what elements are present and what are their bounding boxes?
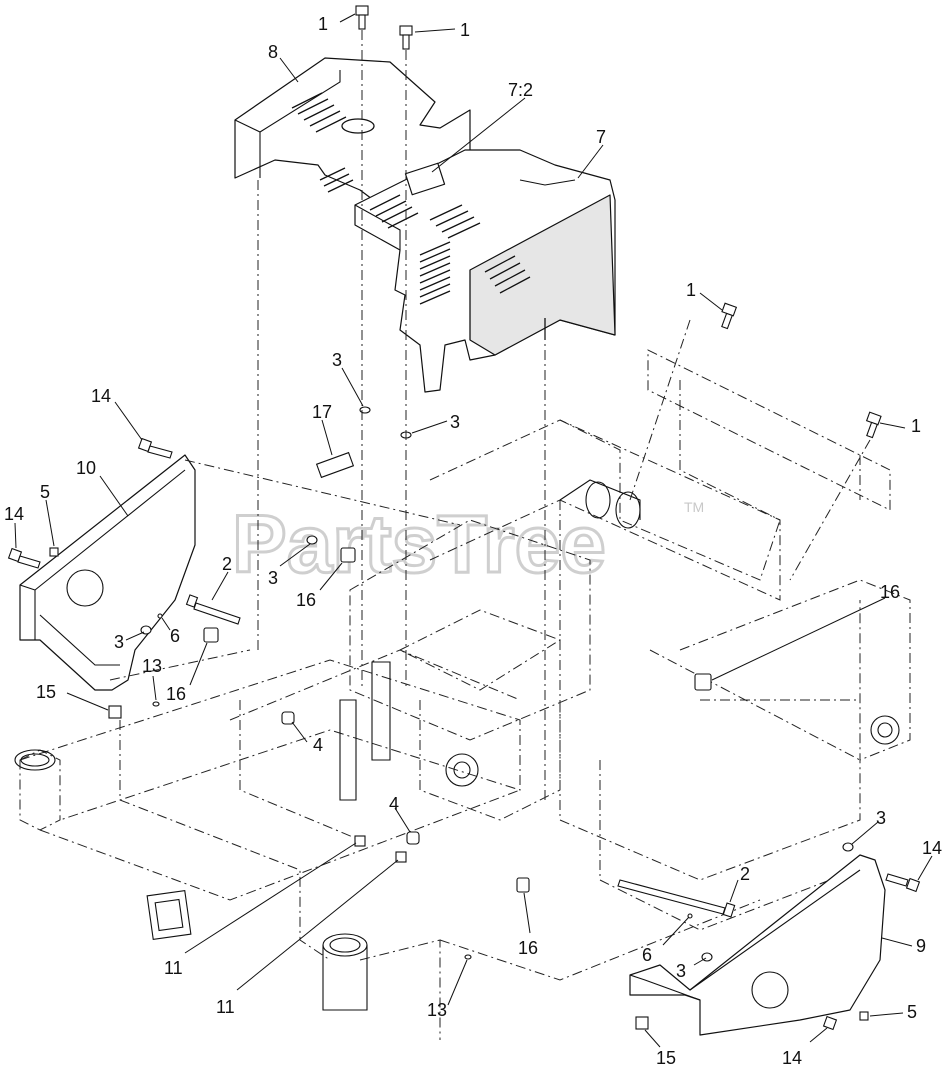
callout-label: 14 — [782, 1048, 802, 1068]
callout-label: 5 — [907, 1002, 917, 1022]
nut-icon — [406, 831, 420, 845]
callout-label: 4 — [313, 735, 323, 755]
bolt-icon — [822, 1015, 838, 1031]
callout-label: 3 — [268, 568, 278, 588]
side-shield-part-9 — [629, 854, 886, 1036]
bolt-icon — [617, 879, 736, 918]
callout-label: 9 — [916, 936, 926, 956]
screw-icon — [49, 547, 59, 557]
leader-lines — [14, 13, 933, 1048]
vent-slots-7 — [369, 194, 531, 305]
callout-label: 13 — [427, 1000, 447, 1020]
bolt-icon — [395, 851, 407, 863]
nut-icon — [203, 627, 219, 643]
callout-label: 7:2 — [508, 80, 533, 100]
watermark-text: PartsTree — [232, 499, 606, 590]
pin-icon — [157, 613, 163, 619]
callout-label: 14 — [4, 504, 24, 524]
callout-labels: 1 1 8 7:2 7 1 3 1 17 3 14 10 5 14 2 3 16… — [4, 14, 942, 1068]
main-frame — [19, 419, 911, 1040]
callout-label: 6 — [642, 945, 652, 965]
hardware — [7, 5, 921, 1031]
bolt-icon — [354, 835, 366, 847]
clip-icon — [108, 705, 122, 719]
callout-label: 16 — [166, 684, 186, 704]
watermark: PartsTree TM — [231, 498, 705, 592]
callout-label: 16 — [518, 938, 538, 958]
shield-part-7 — [354, 149, 616, 393]
callout-label: 13 — [142, 656, 162, 676]
callout-label: 10 — [76, 458, 96, 478]
bolt-icon — [137, 437, 173, 459]
bolt-icon — [865, 411, 882, 439]
bolt-icon — [185, 594, 241, 625]
alignment-lines — [109, 30, 871, 800]
callout-label: 3 — [450, 412, 460, 432]
callout-label: 15 — [36, 682, 56, 702]
nut-icon — [516, 877, 530, 893]
callout-label: 2 — [740, 864, 750, 884]
callout-label: 14 — [91, 386, 111, 406]
callout-label: 1 — [686, 280, 696, 300]
callout-label: 3 — [876, 808, 886, 828]
callout-label: 11 — [216, 997, 235, 1017]
bushing-icon — [464, 954, 472, 960]
callout-label: 1 — [460, 20, 470, 40]
callout-label: 14 — [922, 838, 942, 858]
callout-label: 5 — [40, 482, 50, 502]
callout-label: 1 — [318, 14, 328, 34]
callout-label: 3 — [114, 632, 124, 652]
nut-icon — [340, 547, 356, 563]
bolt-icon — [885, 873, 921, 893]
frame-details — [14, 479, 900, 1011]
vent-slots-8 — [291, 92, 354, 193]
rear-plate — [647, 349, 891, 521]
washer-icon — [306, 535, 318, 545]
callout-label: 11 — [164, 958, 183, 978]
screw-icon — [859, 1011, 869, 1021]
callout-label: 16 — [880, 582, 900, 602]
callout-label: 3 — [676, 961, 686, 981]
nut-icon — [281, 711, 295, 725]
clip-icon — [635, 1016, 649, 1030]
callout-label: 6 — [170, 626, 180, 646]
callout-label: 2 — [222, 554, 232, 574]
bolt-icon — [399, 25, 413, 50]
washer-icon — [842, 842, 854, 852]
bolt-icon — [7, 547, 41, 569]
watermark-trademark: TM — [684, 499, 704, 515]
side-shield-part-10 — [19, 454, 196, 691]
callout-label: 8 — [268, 42, 278, 62]
bushing-icon — [152, 701, 160, 707]
callout-label: 3 — [332, 350, 342, 370]
decal-icon — [315, 451, 355, 479]
callout-label: 16 — [296, 590, 316, 610]
callout-label: 1 — [911, 416, 921, 436]
callout-label: 15 — [656, 1048, 676, 1068]
bolt-icon — [721, 302, 738, 330]
bolt-icon — [355, 5, 369, 30]
callout-label: 7 — [596, 127, 606, 147]
callout-label: 17 — [312, 402, 332, 422]
callout-label: 4 — [389, 794, 399, 814]
nut-icon — [694, 673, 712, 691]
